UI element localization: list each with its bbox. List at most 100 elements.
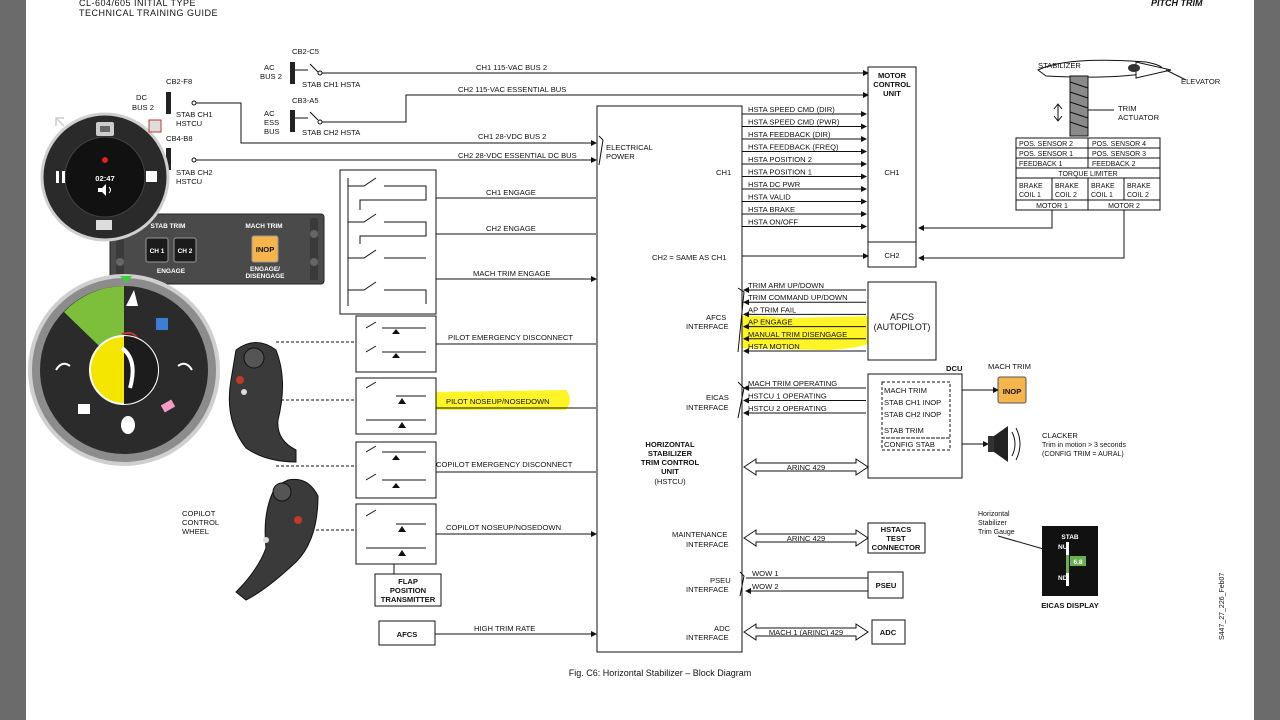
svg-text:TEST: TEST [886, 534, 906, 543]
svg-text:HSTACS: HSTACS [881, 525, 912, 534]
copilot-control-wheel-icon [235, 478, 319, 601]
ch1-signal-5: HSTA POSITION 1 [748, 168, 812, 177]
afcs-signal-4: MANUAL TRIM DISENGAGE [748, 330, 847, 339]
svg-text:MOTOR: MOTOR [878, 71, 907, 80]
svg-text:CH2: CH2 [884, 251, 899, 260]
svg-text:MACH TRIM ENGAGE: MACH TRIM ENGAGE [473, 269, 551, 278]
svg-text:DISENGAGE: DISENGAGE [245, 273, 285, 280]
svg-text:POSITION: POSITION [390, 586, 426, 595]
svg-text:TRIM CONTROL: TRIM CONTROL [641, 458, 700, 467]
save-icon[interactable] [78, 404, 90, 414]
ch1-signal-2: HSTA FEEDBACK (DIR) [748, 130, 831, 139]
svg-text:STAB CH1 INOP: STAB CH1 INOP [884, 398, 941, 407]
svg-text:STAB CH2 INOP: STAB CH2 INOP [884, 410, 941, 419]
pointer-icon [126, 290, 138, 306]
svg-text:ARINC 429: ARINC 429 [787, 534, 825, 543]
bus-ch2-115: CH2 115-VAC ESSENTIAL BUS [458, 85, 566, 94]
svg-text:TORQUE LIMITER: TORQUE LIMITER [1058, 171, 1117, 178]
svg-text:STABILIZER: STABILIZER [648, 449, 693, 458]
svg-text:CONFIG STAB: CONFIG STAB [884, 440, 935, 449]
player-time: 02:47 [95, 174, 114, 183]
svg-text:WOW 2: WOW 2 [752, 582, 779, 591]
undo-icon[interactable] [55, 362, 71, 371]
svg-text:CONNECTOR: CONNECTOR [872, 543, 921, 552]
svg-text:CH1: CH1 [884, 168, 899, 177]
svg-text:MACH TRIM: MACH TRIM [884, 386, 927, 395]
flap-position-transmitter [374, 573, 442, 607]
svg-text:STAB TRIM: STAB TRIM [884, 426, 924, 435]
svg-text:MACH TRIM: MACH TRIM [245, 223, 282, 230]
bus-ch1-28: CH1 28-VDC BUS 2 [478, 132, 546, 141]
svg-text:DC: DC [136, 93, 147, 102]
svg-text:DCU: DCU [946, 364, 963, 373]
mouse-icon[interactable] [121, 416, 135, 434]
svg-text:UNIT: UNIT [661, 467, 679, 476]
svg-text:TRANSMITTER: TRANSMITTER [381, 595, 436, 604]
svg-text:AC: AC [264, 109, 275, 118]
bus-ch1-115: CH1 115-VAC BUS 2 [476, 63, 547, 72]
svg-text:PSEU: PSEU [710, 576, 731, 585]
mach-trim-inop-button[interactable] [997, 376, 1027, 404]
svg-text:ACTUATOR: ACTUATOR [1118, 113, 1160, 122]
svg-text:POS. SENSOR 4: POS. SENSOR 4 [1092, 141, 1146, 148]
svg-text:BRAKE: BRAKE [1091, 183, 1115, 190]
svg-text:CH1 ENGAGE: CH1 ENGAGE [486, 188, 536, 197]
svg-text:COPILOT: COPILOT [182, 509, 216, 518]
list-icon[interactable] [96, 220, 112, 230]
svg-text:CB2-F8: CB2-F8 [166, 77, 192, 86]
figure-caption: Fig. C6: Horizontal Stabilizer – Block D… [569, 668, 752, 678]
svg-text:COIL 1: COIL 1 [1019, 192, 1041, 199]
shape-tool-icon[interactable] [156, 318, 168, 330]
svg-text:CONTROL: CONTROL [873, 80, 911, 89]
afcs-autopilot-box [867, 281, 937, 361]
eraser-icon[interactable] [160, 399, 176, 413]
svg-text:COPILOT NOSEUP/NOSEDOWN: COPILOT NOSEUP/NOSEDOWN [446, 523, 561, 532]
svg-text:CB4-B8: CB4-B8 [166, 134, 193, 143]
pause-button[interactable] [56, 171, 65, 183]
capture-icon[interactable] [96, 122, 114, 136]
svg-text:MOTOR 2: MOTOR 2 [1108, 203, 1140, 210]
line-tool-icon [120, 346, 135, 389]
stop-button[interactable] [146, 171, 157, 182]
stab-ch2-button[interactable] [173, 237, 197, 263]
afcs-signal-0: TRIM ARM UP/DOWN [748, 281, 824, 290]
ch1-signal-6: HSTA DC PWR [748, 180, 801, 189]
afcs-signal-2: AP TRIM FAIL [748, 305, 796, 314]
hstcu-ch2-same: CH2 = SAME AS CH1 [652, 253, 727, 262]
image-icon[interactable] [148, 119, 162, 133]
afcs-signal-1: TRIM COMMAND UP/DOWN [748, 293, 848, 302]
svg-text:HIGH TRIM RATE: HIGH TRIM RATE [474, 624, 535, 633]
svg-text:NU: NU [1058, 544, 1068, 551]
svg-text:STAB CH2: STAB CH2 [176, 168, 213, 177]
svg-text:STAB CH2 HSTA: STAB CH2 HSTA [302, 128, 361, 137]
expand-icon[interactable] [55, 117, 65, 127]
stabilizer-shape [1037, 59, 1163, 78]
panel-mach-trim-inop-button[interactable] [251, 235, 279, 263]
pseu-box [867, 571, 904, 599]
section-title: PITCH TRIM [1151, 0, 1203, 8]
svg-text:STAB TRIM: STAB TRIM [151, 223, 186, 230]
svg-text:STAB: STAB [1061, 534, 1079, 541]
cb3a5-label: CB3-A5 [292, 96, 319, 105]
svg-text:POWER: POWER [606, 152, 635, 161]
ch1-signal-4: HSTA POSITION 2 [748, 155, 812, 164]
wheel-indicator [120, 276, 132, 283]
stab-ch1-hsta: STAB CH1 HSTA [302, 80, 361, 89]
svg-text:(HSTCU): (HSTCU) [654, 477, 686, 486]
svg-text:PILOT NOSEUP/NOSEDOWN: PILOT NOSEUP/NOSEDOWN [446, 397, 550, 406]
stab-ch1-button[interactable] [145, 237, 169, 263]
ch1-signal-8: HSTA BRAKE [748, 205, 795, 214]
volume-icon[interactable] [98, 184, 111, 196]
redo-icon[interactable] [177, 362, 193, 371]
stab-trim-panel: STAB TRIM MACH TRIM CH 1 CH 2 ENGAGE INO… [109, 213, 325, 285]
motor-control-unit [867, 66, 917, 268]
svg-text:INOP: INOP [256, 245, 275, 254]
svg-text:AFCS: AFCS [706, 313, 726, 322]
media-player-widget: 02:47 [40, 112, 170, 242]
eicas-signal-0: MACH TRIM OPERATING [748, 379, 837, 388]
ac-bus2-l1: AC [264, 63, 275, 72]
highlight-group [431, 315, 892, 410]
svg-text:ND: ND [1058, 575, 1068, 582]
breaker-1 [290, 62, 295, 84]
